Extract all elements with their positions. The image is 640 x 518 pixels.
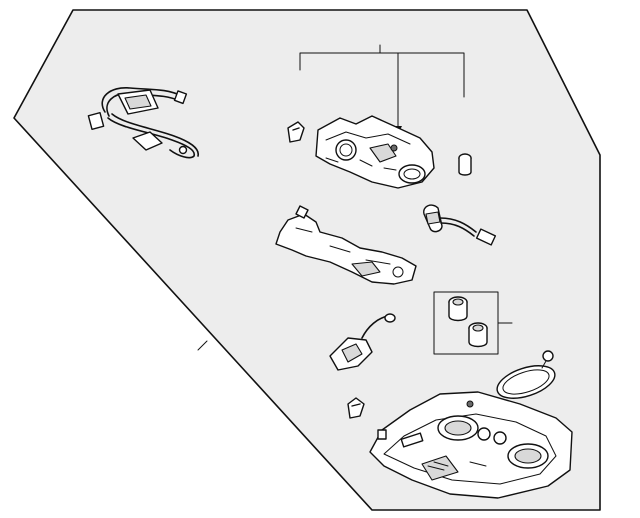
- lamp-socket: [329, 313, 396, 371]
- leader-line-left: [197, 340, 208, 351]
- socket-harness: [423, 204, 497, 246]
- clip-upper: [287, 121, 305, 143]
- clip-lower: [347, 397, 365, 419]
- wiring-harness: [87, 87, 199, 159]
- diagram-panel: [13, 9, 601, 511]
- lens: [496, 350, 556, 399]
- bulb-pair: [433, 291, 513, 355]
- bracket: [275, 205, 417, 285]
- console-housing: [315, 115, 435, 189]
- bulb: [458, 153, 472, 176]
- console-bezel: [369, 391, 573, 499]
